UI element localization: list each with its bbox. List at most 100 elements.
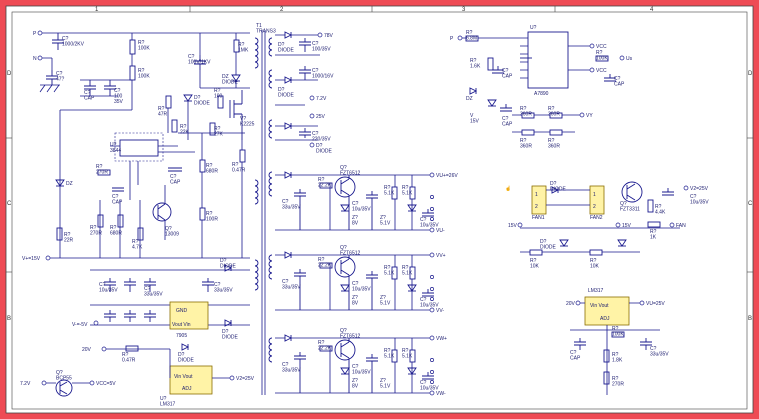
ic-u-top: U? [530, 25, 537, 31]
reg-7905-chip [169, 301, 209, 330]
r-360-d: R?360R [548, 138, 560, 150]
svg-text:Vin Vout: Vin Vout [174, 374, 193, 380]
r-27k: R?27K [214, 126, 224, 138]
ruler-row-c: C [7, 201, 12, 207]
net-15v-fan2: 15V [622, 223, 632, 229]
d-7905: D?DIODE [178, 352, 195, 364]
q-right: Q?FZT3311 [620, 201, 640, 213]
net-20v: 20V [82, 347, 92, 353]
top-right-ic: U? A7890 P R?6.8M VCC VCC R?1.6K C?CAP D… [450, 25, 633, 150]
r-5k-c: R?5.1K [384, 348, 395, 360]
c-10-b: C?10u/35V [352, 281, 371, 293]
c-ic-cap: C?CAP [502, 116, 513, 128]
reg-7905: 7905 [176, 333, 187, 339]
svg-text:Vin Vout: Vin Vout [590, 303, 609, 309]
z-8v-a: Z?8V [352, 215, 359, 227]
r-100k2: R?100K [596, 50, 608, 62]
net-7-2: 7.2V [316, 96, 327, 102]
r-tr: R?1MK [238, 42, 249, 54]
q-a: Q?FZT6512 [340, 165, 361, 177]
r-270: R?270R [90, 225, 102, 237]
net-vplus15: V+=15V [22, 256, 41, 262]
c-10-b-2: C?10u/35V [420, 297, 439, 309]
ruler-col-4: 4 [650, 7, 654, 13]
r-0-47b: R?0.47R [122, 352, 136, 364]
ruler-row-b: B [7, 316, 11, 322]
r-5k-b-2: R?5.1K [402, 265, 413, 277]
r-4-7k: R?4.7K [132, 239, 143, 251]
q-c: Q?FZT6512 [340, 328, 361, 340]
ruler-col-3: 3 [462, 7, 466, 13]
net-c-minus: VW- [436, 391, 446, 397]
fan2: FAN2 [590, 215, 603, 221]
ruler-row-b-right: B [748, 316, 752, 322]
z-8v-c: Z?8V [352, 378, 359, 390]
r-fan-b: R?10K [590, 258, 600, 270]
c-33-c: C?33u/35V [282, 362, 301, 374]
r-22k-c: R?22.2K [318, 340, 332, 352]
net-vy: VY [586, 113, 593, 119]
ruler-row-d-right: D [748, 71, 753, 77]
r-top2: R?100K [138, 68, 150, 80]
input-section: P N C?1000/2KV C?47? R?100K R?100K C?CAP… [22, 30, 250, 262]
r-5k-a-2: R?5.1K [402, 185, 413, 197]
r-360-a: R?360R [520, 106, 532, 118]
r-360-c: R?360R [520, 138, 532, 150]
net-vcc-a: VCC [596, 44, 607, 50]
net-n: N [33, 56, 37, 62]
r-0-47: R?0.47R [232, 162, 246, 174]
net-25v: 25V [316, 114, 326, 120]
controller-3844: U? 3844 R?270R C?CAP Q?13009 R?270R R?68… [90, 119, 245, 258]
net-vu-25: VU=25V [646, 301, 665, 307]
v-k2225: V?K2225 [240, 116, 255, 128]
c-cap-left: C?CAP [84, 90, 95, 102]
c-top: C?1000/2KV [62, 36, 85, 48]
c-cap-rt: C?CAP [614, 76, 625, 88]
net-us: Us [626, 56, 633, 62]
driver-channels: C?33u/35V R?22.2K C?10u/35V Z?8V R?5.1K R?5.1… [275, 165, 458, 397]
channel-1: C?33u/35VR?22.2KC?10u/35VZ?8VR?5.1KR?5.1… [275, 165, 458, 234]
net-v2: V2=25V [690, 186, 709, 192]
svg-text:Vout Vin: Vout Vin [172, 322, 191, 328]
c-10-c-2: C?10u/35V [420, 380, 439, 392]
r-1k-ic: R?1.6K [470, 58, 481, 70]
fan1-connector [531, 185, 547, 215]
net-vminus5: V-=-5V [72, 322, 88, 328]
r-680: R?680R [206, 163, 218, 175]
channel-3: C?33u/35VR?22.2KC?10u/35VZ?8VR?5.1KR?5.1… [275, 328, 447, 397]
net-15v-fan: 15V [508, 223, 518, 229]
fan1: FAN1 [532, 215, 545, 221]
ic-u-label: U? [110, 142, 117, 148]
ic-a7890-name: A7890 [534, 91, 549, 97]
r-top: R?100K [138, 40, 150, 52]
c-33-bot: C?33u/35V [144, 286, 163, 298]
net-vcc-5v: VCC=5V [96, 381, 116, 387]
c-1000: C?1000/16V [312, 68, 334, 80]
d-left-bot: D?DIODE [220, 258, 237, 270]
r-ic-left: R?270R [96, 164, 108, 176]
r-360-b: R?360R [548, 106, 560, 118]
r-100k-rb: R?100K [612, 326, 624, 338]
c-left: C?47? [56, 71, 65, 83]
c-33-a: C?33u/35V [282, 199, 301, 211]
reg-lm317-b: LM317 [588, 288, 604, 294]
d-mid: D?DIODE [278, 87, 295, 99]
ic-a7890 [527, 31, 569, 89]
d-fan1: D?DIODE [550, 181, 567, 193]
secondary-top-rails: D?DIODE 78V C?100/35V C?1000/16V D?DIODE… [275, 31, 334, 155]
svg-text:GND: GND [176, 308, 188, 314]
ruler-row-c-right: C [748, 201, 753, 207]
r-680b: R?680R [110, 225, 122, 237]
net-c-plus: VW+ [436, 336, 447, 342]
z-5v-c: Z?5.1V [380, 378, 391, 390]
c-cap2: C?CAP [170, 174, 181, 186]
reg-adj: ADJ [182, 386, 192, 392]
r-22k-ctrl: R?22K [180, 124, 190, 136]
d-top1: D?DIODE [278, 42, 295, 54]
r-5k-a: R?5.1K [384, 185, 395, 197]
